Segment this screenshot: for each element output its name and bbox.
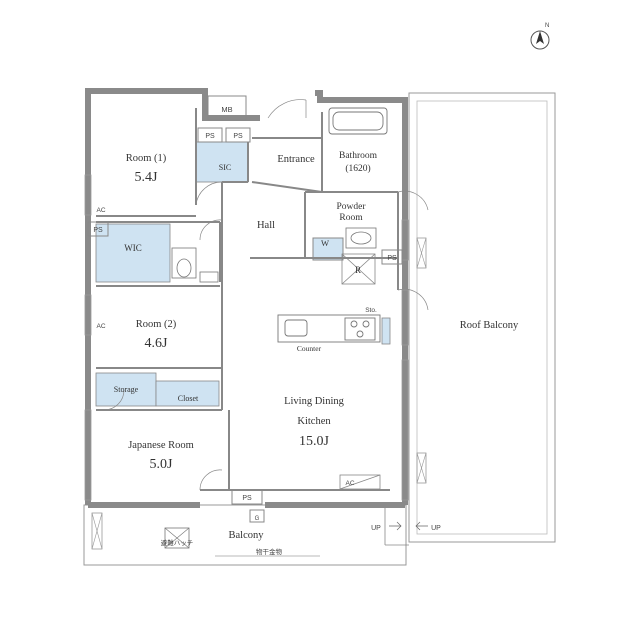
japanese-room-size: 5.0J bbox=[150, 457, 174, 472]
japanese-room-name: Japanese Room bbox=[128, 440, 194, 451]
interior-walls bbox=[96, 108, 399, 491]
roof-balcony-area bbox=[408, 92, 556, 543]
fridge-label: R bbox=[355, 265, 361, 275]
ac-label-ldk: AC bbox=[345, 480, 354, 487]
bathroom-label-line1: Bathroom bbox=[339, 151, 378, 161]
ac-unit-ldk bbox=[339, 474, 381, 490]
powder-room-line1: Powder bbox=[336, 202, 366, 212]
sto-label: Sto. bbox=[365, 307, 377, 314]
outer-walls bbox=[85, 88, 408, 508]
door-swings bbox=[103, 99, 429, 491]
ps-label-2: PS bbox=[233, 133, 243, 140]
sic-label: SIC bbox=[219, 163, 231, 172]
roof-balcony-label: Roof Balcony bbox=[460, 320, 519, 331]
ldk-name-line1: Living Dining bbox=[284, 396, 345, 407]
room2-size: 4.6J bbox=[145, 336, 169, 351]
powder-sink bbox=[345, 227, 377, 249]
wic-label: WIC bbox=[124, 243, 142, 253]
balcony-area bbox=[83, 504, 428, 566]
storage-label: Storage bbox=[114, 385, 139, 394]
fridge-space bbox=[341, 253, 376, 285]
bathtub bbox=[328, 107, 388, 135]
storage-fills bbox=[95, 141, 391, 407]
ac-label-room2: AC bbox=[96, 323, 105, 330]
up-label-2: UP bbox=[431, 525, 441, 532]
powder-room-line2: Room bbox=[339, 213, 363, 223]
washer-label: W bbox=[321, 238, 329, 248]
closet-label: Closet bbox=[178, 394, 199, 403]
hall-label: Hall bbox=[257, 220, 275, 231]
gas-label: G bbox=[255, 516, 260, 522]
room1-name: Room (1) bbox=[126, 153, 167, 164]
ps-label-5: PS bbox=[242, 495, 252, 502]
ps-label-4: PS bbox=[387, 255, 397, 262]
up-label-1: UP bbox=[371, 525, 381, 532]
room1-size: 5.4J bbox=[135, 170, 159, 185]
counter-label: Counter bbox=[297, 344, 322, 353]
room2-name: Room (2) bbox=[136, 319, 177, 330]
shaft-boxes bbox=[87, 95, 403, 523]
entrance-label: Entrance bbox=[277, 154, 315, 165]
clothes-rack-label: 物干金物 bbox=[256, 547, 283, 556]
toilet bbox=[171, 247, 219, 283]
mb-label: MB bbox=[221, 105, 232, 114]
bathroom-label-line2: (1620) bbox=[345, 163, 370, 174]
compass-north-label: N bbox=[545, 23, 549, 29]
window-marks bbox=[84, 174, 409, 501]
ac-label-room1: AC bbox=[96, 207, 105, 214]
balcony-label: Balcony bbox=[229, 530, 265, 541]
ldk-size: 15.0J bbox=[299, 434, 330, 449]
hatch-label: 避難ハッチ bbox=[161, 538, 194, 547]
ps-label-1: PS bbox=[205, 133, 215, 140]
ps-label-3: PS bbox=[93, 227, 103, 234]
kitchen-counter bbox=[277, 314, 381, 343]
compass-icon: N bbox=[530, 23, 550, 50]
ldk-name-line2: Kitchen bbox=[297, 416, 331, 427]
